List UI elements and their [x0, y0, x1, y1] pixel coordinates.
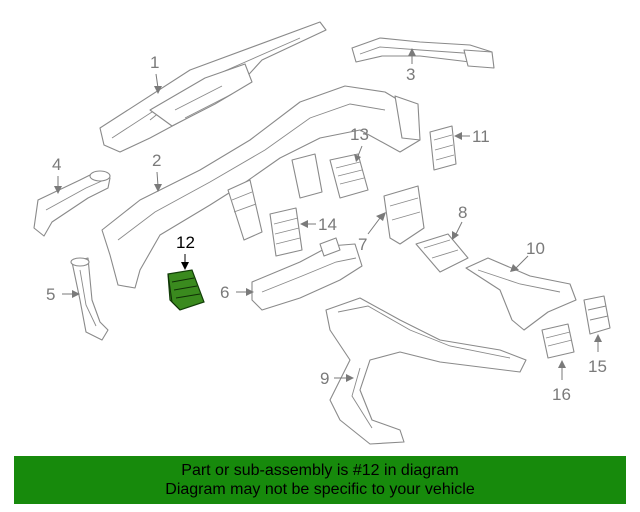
parts-diagram: 1 2 3 4 5 6 7 8 9 10 11 12 13 14 15 16: [33, 21, 611, 445]
part-15-vent[interactable]: [583, 295, 611, 335]
callout-1: 1: [150, 53, 159, 72]
part-6-center-duct[interactable]: [251, 237, 363, 311]
part-info-banner: Part or sub-assembly is #12 in diagram D…: [14, 456, 626, 504]
callout-6: 6: [220, 283, 229, 302]
part-1-defroster-duct[interactable]: [99, 21, 327, 153]
part-16-vent[interactable]: [541, 323, 575, 359]
callout-5: 5: [46, 285, 55, 304]
callout-13: 13: [350, 125, 369, 144]
part-5-lower-left-duct[interactable]: [70, 257, 109, 341]
part-9-floor-duct[interactable]: [325, 297, 527, 445]
callout-2: 2: [152, 151, 161, 170]
part-8-duct[interactable]: [415, 233, 469, 273]
callout-16: 16: [552, 385, 571, 404]
part-11-vent[interactable]: [429, 125, 457, 171]
callout-leaders: [54, 48, 602, 382]
banner-line-disclaimer: Diagram may not be specific to your vehi…: [165, 481, 475, 498]
part-10-right-duct[interactable]: [465, 257, 577, 331]
callout-3: 3: [406, 65, 415, 84]
part-7-vent-housing[interactable]: [383, 185, 425, 245]
part-14-vent[interactable]: [269, 207, 303, 257]
callout-8: 8: [458, 203, 467, 222]
part-12-vent-highlighted[interactable]: [167, 269, 205, 311]
callout-4: 4: [52, 155, 61, 174]
part-2-main-duct[interactable]: [101, 85, 421, 289]
callout-9: 9: [320, 369, 329, 388]
callout-10: 10: [526, 239, 545, 258]
callout-labels: 1 2 3 4 5 6 7 8 9 10 11 12 13 14 15 16: [46, 53, 607, 404]
callout-14: 14: [318, 215, 337, 234]
banner-line-part: Part or sub-assembly is #12 in diagram: [181, 462, 459, 479]
callout-7: 7: [358, 235, 367, 254]
callout-11: 11: [472, 127, 490, 146]
callout-12: 12: [176, 233, 195, 252]
part-13-vent[interactable]: [329, 153, 369, 199]
part-4-left-duct[interactable]: [33, 170, 111, 237]
callout-15: 15: [588, 357, 607, 376]
part-3-side-duct[interactable]: [351, 37, 495, 69]
